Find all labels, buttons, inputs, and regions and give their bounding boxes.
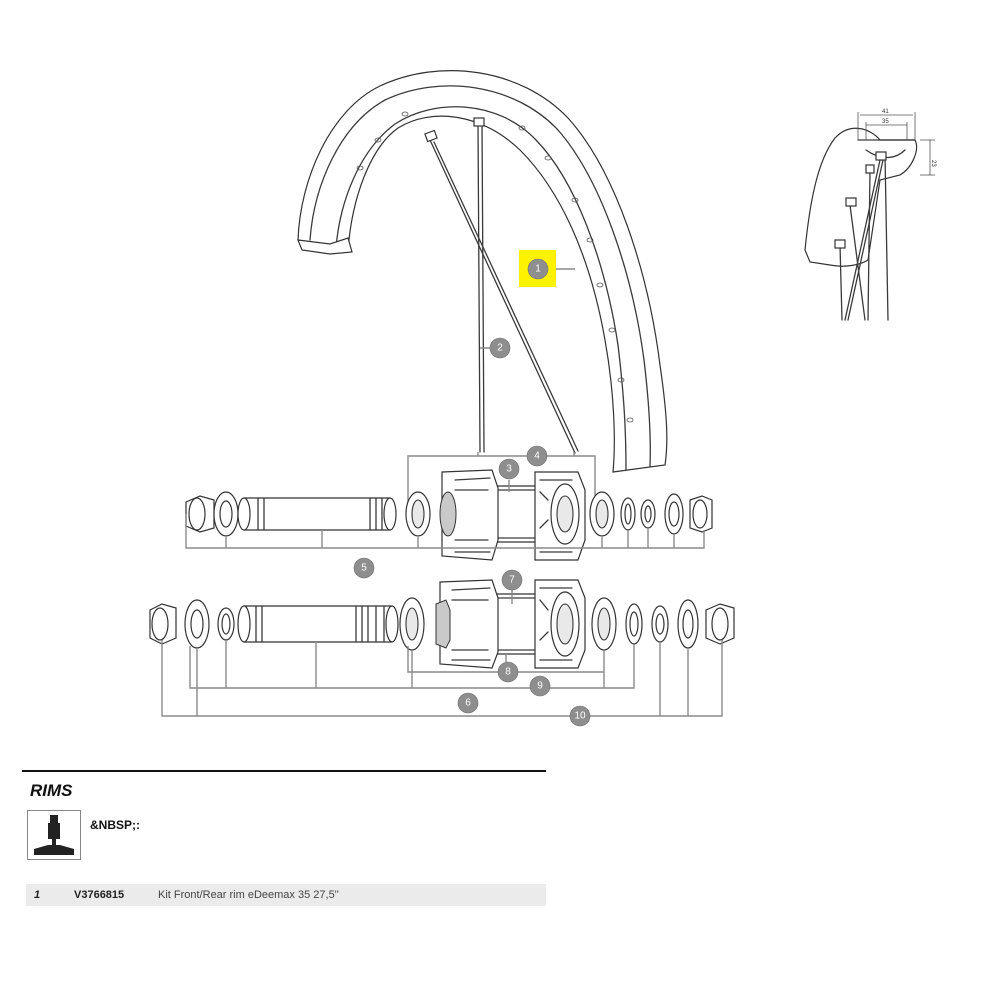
spokes-illustration: [424, 117, 579, 454]
callout-4: 4: [526, 445, 548, 467]
part-reference: V3766815: [74, 889, 125, 901]
section-title: RIMS: [30, 781, 73, 800]
svg-text:5: 5: [361, 563, 367, 574]
rim-illustration: [297, 70, 668, 473]
svg-text:4: 4: [534, 451, 540, 462]
part-description: Kit Front/Rear rim eDeemax 35 27,5'': [158, 889, 339, 901]
rim-profile-inset: 41 35 23: [804, 109, 936, 321]
svg-text:6: 6: [465, 698, 471, 709]
callout-2: 2: [489, 337, 511, 359]
parts-table-row: 1 V3766815 Kit Front/Rear rim eDeemax 35…: [26, 884, 546, 906]
callout-10: 10: [569, 705, 591, 727]
svg-text:7: 7: [509, 575, 515, 586]
svg-text:8: 8: [505, 667, 511, 678]
callout-6: 6: [457, 692, 479, 714]
svg-text:2: 2: [497, 343, 503, 354]
valve-label: &NBSP;:: [90, 818, 140, 832]
svg-text:10: 10: [574, 711, 586, 722]
callout-3: 3: [498, 458, 520, 480]
callout-9: 9: [529, 675, 551, 697]
svg-text:9: 9: [537, 681, 543, 692]
presta-valve-icon: [27, 810, 81, 860]
callout-7: 7: [501, 569, 523, 591]
callout-5: 5: [353, 557, 375, 579]
dim-outer-width: 41: [882, 109, 889, 115]
dim-inner-width: 35: [882, 119, 889, 125]
svg-text:1: 1: [535, 264, 541, 275]
dim-height: 23: [930, 160, 936, 167]
rear-hub-assembly: [149, 579, 735, 717]
part-number: 1: [34, 889, 41, 901]
callout-1: 1: [527, 258, 549, 280]
front-hub-assembly: [185, 452, 713, 561]
section-divider: [22, 770, 546, 772]
svg-text:3: 3: [506, 464, 512, 475]
callout-8: 8: [497, 661, 519, 683]
callouts: 1 2 3 4 5 6 7 8 9 10: [353, 250, 591, 727]
